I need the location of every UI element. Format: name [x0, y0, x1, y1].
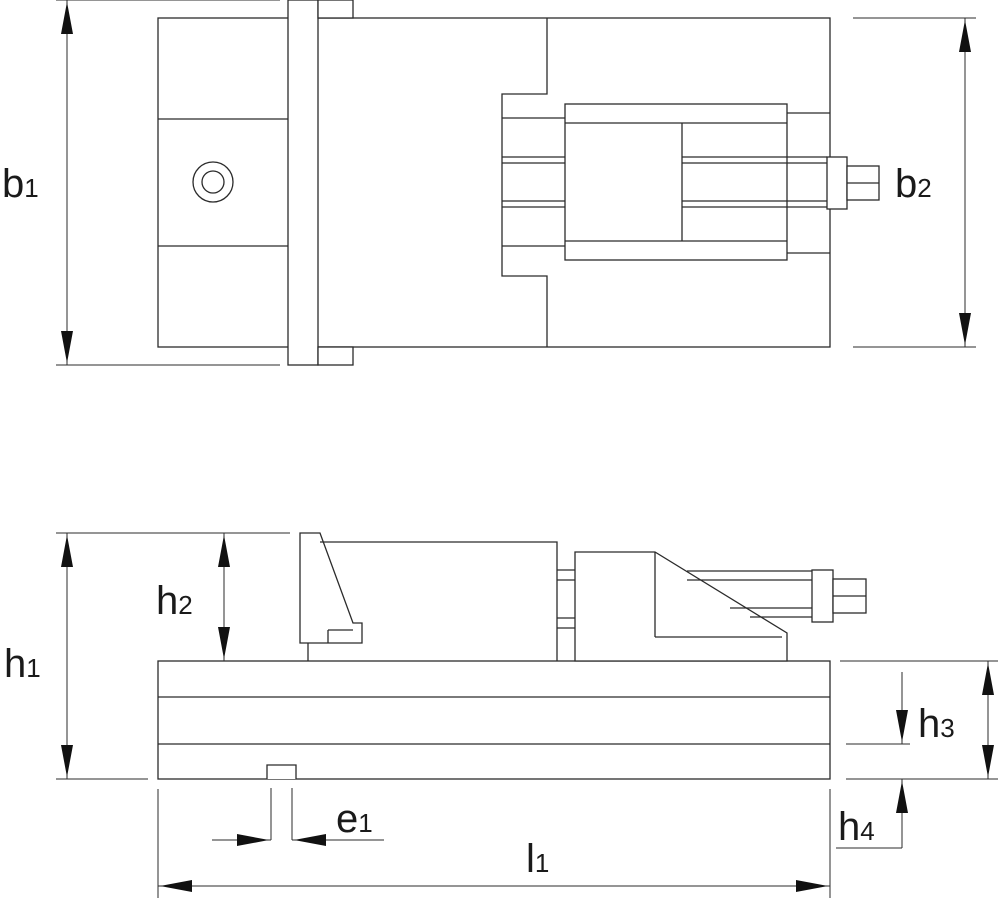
fixed-jaw-plate — [287, 0, 319, 366]
movable-jaw-profile — [574, 551, 788, 662]
bolt-hole-icon — [192, 161, 234, 203]
dimension-h1: h1 — [4, 532, 290, 780]
label-e1-sub: 1 — [358, 808, 372, 838]
label-b1-sub: 1 — [24, 173, 38, 203]
label-l1-sub: 1 — [535, 848, 549, 878]
label-b1-main: b — [2, 162, 24, 206]
dimension-h3: h3 — [840, 660, 998, 780]
svg-text:h3: h3 — [918, 702, 955, 746]
label-h3-sub: 3 — [940, 713, 954, 743]
top-view — [157, 0, 880, 366]
dimension-h2: h2 — [156, 533, 230, 661]
svg-text:h4: h4 — [838, 805, 875, 849]
svg-text:e1: e1 — [336, 797, 373, 841]
svg-text:b2: b2 — [895, 162, 932, 206]
movable-jaw-top — [564, 103, 788, 261]
side-view — [157, 532, 867, 780]
dimension-e1: e1 — [212, 788, 384, 846]
spindle-collar-side — [811, 569, 834, 623]
dimension-l1: l1 — [157, 789, 831, 898]
label-h1-main: h — [4, 642, 26, 686]
body-step-contour — [501, 18, 548, 347]
dimension-b1: b1 — [2, 0, 280, 366]
label-h3-main: h — [918, 702, 940, 746]
label-e1-main: e — [336, 797, 358, 841]
svg-text:h2: h2 — [156, 579, 193, 623]
top-body-outline — [157, 17, 831, 348]
dimension-b2: b2 — [853, 17, 976, 348]
svg-text:b1: b1 — [2, 162, 39, 206]
locating-key — [266, 764, 297, 779]
label-h2-main: h — [156, 579, 178, 623]
fixed-jaw-profile — [299, 532, 363, 644]
label-h4-sub: 4 — [860, 816, 874, 846]
svg-text:h1: h1 — [4, 642, 41, 686]
side-base-outline — [157, 660, 831, 780]
svg-text:l1: l1 — [526, 837, 549, 881]
label-h2-sub: 2 — [178, 590, 192, 620]
dimension-h4: h4 — [836, 779, 908, 849]
spindle-collar-top — [826, 156, 848, 210]
label-h4-main: h — [838, 805, 860, 849]
label-h1-sub: 1 — [26, 653, 40, 683]
label-l1-main: l — [526, 837, 535, 881]
label-b2-sub: 2 — [917, 173, 931, 203]
label-b2-main: b — [895, 162, 917, 206]
